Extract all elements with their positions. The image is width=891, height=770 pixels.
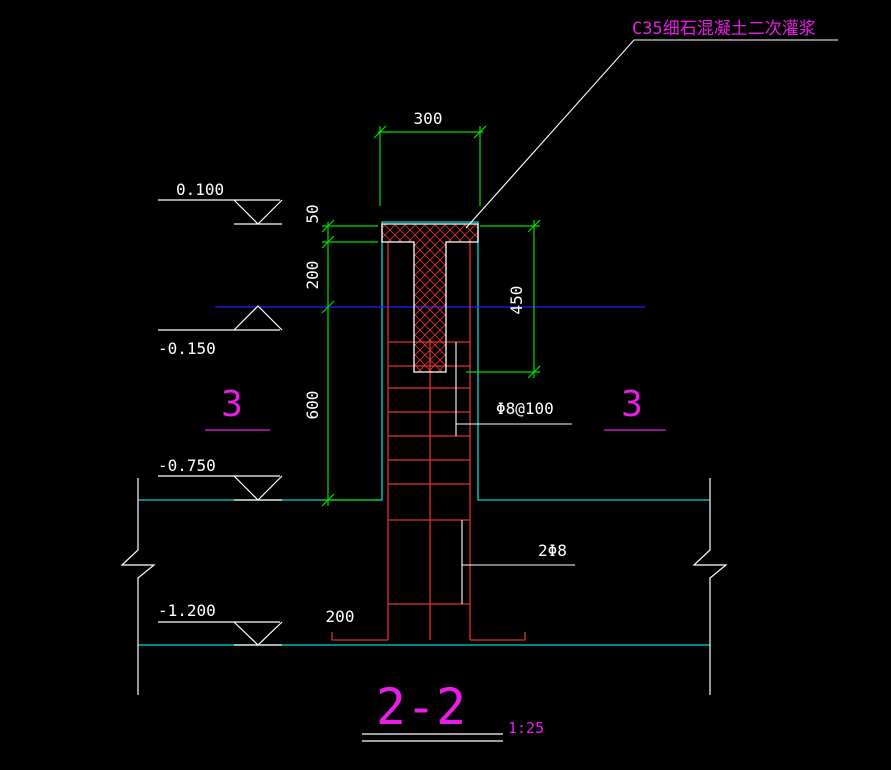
elevation-neg-1-200: -1.200 xyxy=(158,601,216,620)
rebar-long-label: 2Φ8 xyxy=(538,541,567,560)
rebar-hook-left xyxy=(331,632,388,641)
dim-insert: 450 xyxy=(507,286,526,315)
grout-infill xyxy=(381,223,479,373)
title-underline xyxy=(362,733,503,742)
rebar-hook-right xyxy=(470,632,526,641)
break-line-right xyxy=(692,478,728,695)
callout-leader xyxy=(465,39,838,229)
elevation-neg-0-150: -0.150 xyxy=(158,339,216,358)
dim-bottom: 200 xyxy=(326,607,355,626)
elevation-0-100: 0.100 xyxy=(176,180,224,199)
break-lines xyxy=(120,478,728,695)
scale-label: 1:25 xyxy=(508,719,544,737)
rebar-stirrup-label: Φ8@100 xyxy=(496,399,554,418)
dim-upper: 200 xyxy=(303,261,322,290)
dimension-lines xyxy=(321,125,541,507)
elevation-neg-0-750: -0.750 xyxy=(158,456,216,475)
callout-text: C35细石混凝土二次灌浆 xyxy=(632,19,816,39)
section-title: 2-2 xyxy=(376,678,466,736)
elevation-markers xyxy=(158,199,283,646)
section-mark-left: 3 xyxy=(221,384,243,425)
break-line-left xyxy=(120,478,156,695)
leader-lines xyxy=(455,39,838,604)
grout-tshape xyxy=(381,223,479,373)
dim-cap: 50 xyxy=(303,204,322,223)
section-mark-right: 3 xyxy=(621,384,643,425)
dim-lower: 600 xyxy=(303,391,322,420)
rebar-cage xyxy=(331,242,526,641)
dim-top-width: 300 xyxy=(414,109,443,128)
